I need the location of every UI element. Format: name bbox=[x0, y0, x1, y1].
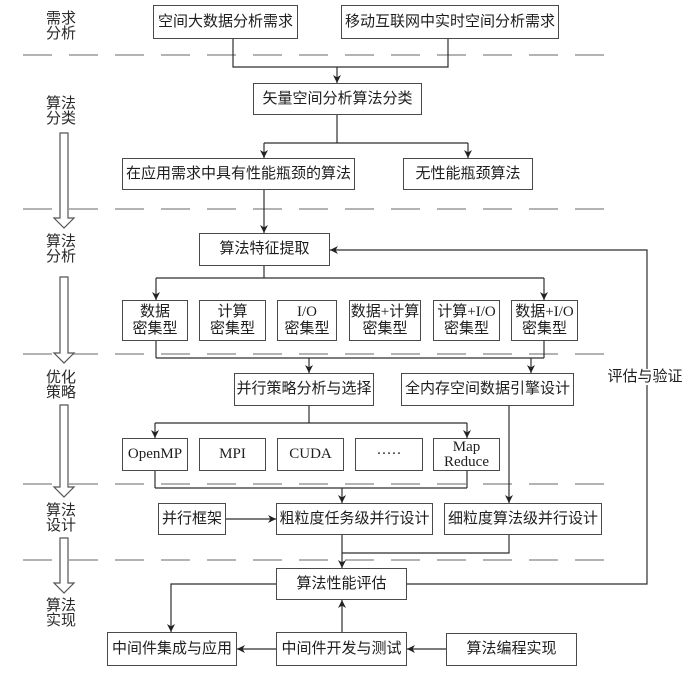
box-text: 计算 bbox=[217, 303, 248, 320]
performance-evaluation-box: 算法性能评估 bbox=[276, 568, 407, 600]
box-text: 密集型 bbox=[443, 320, 489, 337]
framework-box-ellipsis: ····· bbox=[355, 438, 423, 471]
algorithm-type-box: 数据 密集型 bbox=[122, 300, 188, 341]
box-text: 在应用需求中具有性能瓶颈的算法 bbox=[125, 165, 351, 182]
stage-label-line: 策略 bbox=[45, 385, 76, 401]
box-text: I/O bbox=[297, 303, 317, 320]
box-text: Map bbox=[452, 438, 481, 455]
stage-label-line: 分析 bbox=[45, 249, 76, 265]
parallel-strategy-box: 并行策略分析与选择 bbox=[234, 373, 374, 406]
stage-label-line: 分类 bbox=[45, 111, 76, 127]
stage-label-line: 优化 bbox=[45, 370, 76, 386]
box-text: 算法性能评估 bbox=[296, 575, 387, 592]
box-text: 密集型 bbox=[132, 320, 178, 337]
box-text: 空间大数据分析需求 bbox=[157, 13, 293, 30]
algorithm-type-box: 计算+I/O 密集型 bbox=[433, 300, 500, 341]
box-text: ····· bbox=[376, 446, 402, 462]
stage-label-line: 实现 bbox=[45, 613, 76, 629]
fine-grained-design-box: 细粒度算法级并行设计 bbox=[444, 503, 602, 535]
box-text: 细粒度算法级并行设计 bbox=[447, 510, 598, 527]
box-text: 粗粒度任务级并行设计 bbox=[279, 510, 430, 527]
framework-box-mapreduce: Map Reduce bbox=[433, 438, 500, 471]
no-bottleneck-algorithms-box: 无性能瓶颈算法 bbox=[403, 158, 533, 190]
connector-line bbox=[342, 535, 510, 554]
connector-line bbox=[156, 266, 544, 279]
box-text: 密集型 bbox=[209, 320, 255, 337]
stage-label-line: 分析 bbox=[45, 26, 76, 42]
feature-extraction-box: 算法特征提取 bbox=[199, 233, 330, 266]
bottleneck-algorithms-box: 在应用需求中具有性能瓶颈的算法 bbox=[122, 158, 355, 190]
connector-line bbox=[154, 471, 468, 489]
in-memory-engine-box: 全内存空间数据引擎设计 bbox=[401, 373, 574, 406]
algorithm-type-box: I/O 密集型 bbox=[277, 300, 337, 341]
box-text: CUDA bbox=[289, 446, 332, 462]
box-text: 数据 bbox=[139, 303, 170, 320]
box-text: 密集型 bbox=[362, 320, 408, 337]
box-text: 并行策略分析与选择 bbox=[236, 381, 372, 397]
box-text: 中间件开发与测试 bbox=[281, 640, 402, 657]
connector-line bbox=[155, 406, 467, 424]
stage-label-algorithm-implementation: 算法 实现 bbox=[44, 599, 78, 629]
stage-label-line: 算法 bbox=[45, 598, 76, 614]
spatial-big-data-requirement-box: 空间大数据分析需求 bbox=[153, 5, 298, 39]
box-text: 并行框架 bbox=[161, 510, 222, 527]
framework-box-openmp: OpenMP bbox=[122, 438, 188, 471]
box-text: 中间件集成与应用 bbox=[111, 640, 232, 657]
box-text: OpenMP bbox=[127, 446, 183, 462]
box-text: 移动互联网中实时空间分析需求 bbox=[344, 13, 555, 30]
box-text: Reduce bbox=[444, 453, 489, 470]
stage-label-line: 算法 bbox=[45, 234, 76, 250]
box-text: 无性能瓶颈算法 bbox=[415, 165, 521, 182]
box-text: 密集型 bbox=[521, 320, 567, 337]
feedback-loop-arrow bbox=[330, 246, 648, 585]
box-text: 计算+I/O bbox=[437, 303, 496, 320]
box-text: 全内存空间数据引擎设计 bbox=[404, 381, 570, 397]
algorithm-type-box: 数据+I/O 密集型 bbox=[511, 300, 578, 341]
box-text: 算法编程实现 bbox=[466, 641, 557, 657]
stage-label-algorithm-classification: 算法 分类 bbox=[44, 97, 78, 127]
algorithm-type-box: 计算 密集型 bbox=[199, 300, 266, 341]
stage-progress-arrow-icon bbox=[52, 537, 76, 594]
algorithm-programming-box: 算法编程实现 bbox=[446, 633, 577, 666]
stage-progress-arrow-icon bbox=[52, 276, 76, 364]
coarse-grained-design-box: 粗粒度任务级并行设计 bbox=[276, 503, 433, 535]
framework-box-mpi: MPI bbox=[199, 438, 266, 471]
feedback-loop-label: 评估与验证 bbox=[606, 369, 684, 385]
stage-label-requirement-analysis: 需求 分析 bbox=[44, 12, 78, 42]
mobile-internet-requirement-box: 移动互联网中实时空间分析需求 bbox=[341, 5, 559, 39]
stage-progress-arrow-icon bbox=[52, 404, 76, 498]
stage-label-optimization-strategy: 优化 策略 bbox=[44, 371, 78, 401]
box-text: MPI bbox=[219, 446, 246, 462]
box-text: 数据+I/O bbox=[515, 303, 574, 320]
stage-label-line: 算法 bbox=[45, 96, 76, 112]
connector-line bbox=[264, 115, 468, 144]
stage-label-line: 设计 bbox=[45, 518, 76, 534]
parallel-framework-box: 并行框架 bbox=[158, 503, 226, 535]
stage-label-algorithm-design: 算法 设计 bbox=[44, 504, 78, 534]
box-text: 矢量空间分析算法分类 bbox=[262, 90, 413, 107]
connector-line bbox=[155, 341, 545, 359]
connector-line bbox=[232, 39, 449, 68]
stage-label-algorithm-analysis: 算法 分析 bbox=[44, 235, 78, 265]
middleware-development-box: 中间件开发与测试 bbox=[276, 632, 407, 666]
box-text: 数据+计算 bbox=[350, 303, 420, 320]
connector-arrow bbox=[167, 583, 276, 632]
stage-progress-arrow-icon bbox=[52, 132, 76, 229]
classification-title-box: 矢量空间分析算法分类 bbox=[253, 83, 422, 115]
algorithm-type-box: 数据+计算 密集型 bbox=[349, 300, 421, 341]
stage-label-line: 算法 bbox=[45, 503, 76, 519]
box-text: 算法特征提取 bbox=[219, 241, 310, 257]
framework-box-cuda: CUDA bbox=[277, 438, 344, 471]
middleware-integration-box: 中间件集成与应用 bbox=[107, 632, 237, 666]
box-text: 密集型 bbox=[284, 320, 330, 337]
stage-label-line: 需求 bbox=[45, 11, 76, 27]
